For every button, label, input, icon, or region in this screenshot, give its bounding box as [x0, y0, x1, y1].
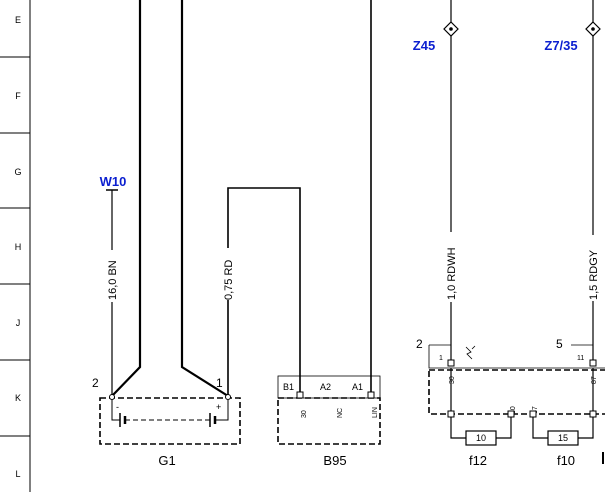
b95-code-30: 30 [301, 410, 308, 418]
fuse-f10: 15 f10 [529, 368, 604, 468]
f12-out-30: 30 [510, 406, 517, 414]
f10-in-87: 87 [532, 406, 539, 414]
wire-label-rdgy: 1,5 RDGY [588, 249, 600, 300]
rdgy-wire: 1,5 RDGY [586, 36, 600, 360]
wire-label-rdwh: 1,0 RDWH [446, 247, 458, 300]
component-label-f12: f12 [469, 453, 487, 468]
b95-pin-a2: A2 [320, 382, 331, 392]
splice-z7-35: Z7/35 [544, 0, 601, 53]
grid-row-e: E [15, 15, 21, 25]
grid-row-h: H [15, 242, 22, 252]
grid-row-f: F [15, 91, 21, 101]
f12-code-30: 30 [449, 376, 456, 384]
g1-pin-1: 1 [216, 376, 223, 390]
rdwh-wire: 1,0 RDWH [444, 36, 458, 360]
b95-pin-b1: B1 [283, 382, 294, 392]
fuse-f10-rating: 15 [558, 433, 568, 443]
battery-g1: 2 1 - + G1 [92, 376, 241, 468]
f10-code-87: 87 [591, 376, 598, 384]
connector-2: 2 [416, 337, 423, 351]
rd-wire: 0,75 RD [221, 187, 301, 396]
b95-code-lin: LIN [372, 407, 379, 418]
grid-row-k: K [15, 393, 21, 403]
fuse-f12-rating: 10 [476, 433, 486, 443]
top-harness-wires [111, 0, 372, 397]
g1-pin-2: 2 [92, 376, 99, 390]
fuse-box: 2 5 1 11 30 87 30 87 [416, 337, 605, 415]
pin-11: 11 [577, 355, 584, 362]
component-label-b95: B95 [323, 453, 346, 468]
grid-ruler: E F G H J K L [0, 0, 31, 492]
b95-pin-a1: A1 [352, 382, 363, 392]
grid-row-j: J [16, 318, 21, 328]
ref-w10: W10 [100, 174, 127, 189]
component-label-g1: G1 [158, 453, 175, 468]
component-label-f10: f10 [557, 453, 575, 468]
g1-minus: - [116, 402, 119, 412]
grid-row-l: L [15, 469, 20, 479]
ref-z45: Z45 [413, 38, 435, 53]
b95-code-nc: NC [337, 408, 344, 418]
fuse-f12: 10 f12 [447, 368, 515, 468]
ref-z7-35: Z7/35 [544, 38, 577, 53]
w10-wire: W10 16,0 BN [100, 174, 127, 396]
pin-1: 1 [439, 355, 443, 362]
sensor-b95: B1 A2 A1 30 NC LIN B95 [277, 375, 381, 468]
wire-label-075rd: 0,75 RD [223, 260, 235, 300]
grid-row-g: G [14, 167, 21, 177]
wire-label-16bn: 16,0 BN [107, 260, 119, 300]
g1-plus: + [216, 402, 221, 412]
connector-5: 5 [556, 337, 563, 351]
